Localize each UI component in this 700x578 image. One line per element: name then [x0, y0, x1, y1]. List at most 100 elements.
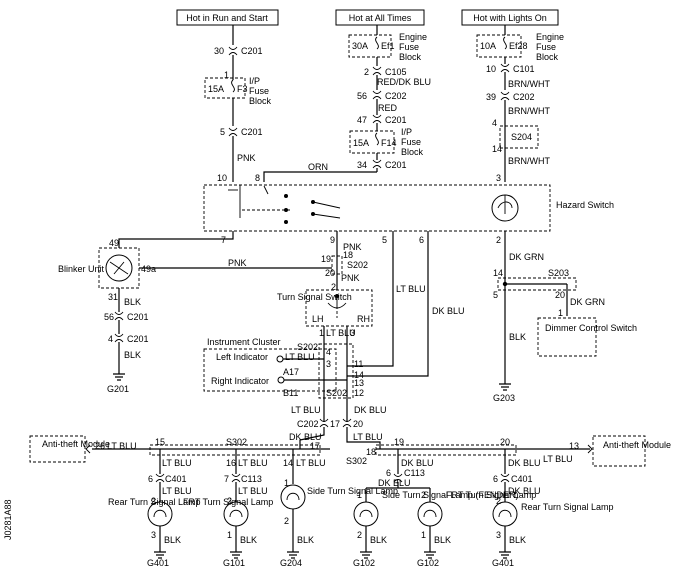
svg-text:1: 1 [319, 328, 324, 338]
svg-text:LT BLU: LT BLU [396, 284, 426, 294]
svg-text:G102: G102 [353, 558, 375, 568]
svg-text:12: 12 [354, 388, 364, 398]
svg-text:20: 20 [555, 290, 565, 300]
svg-text:Block: Block [399, 52, 422, 62]
svg-text:20: 20 [353, 419, 363, 429]
svg-text:6: 6 [419, 235, 424, 245]
svg-text:11: 11 [354, 359, 363, 369]
svg-text:C201: C201 [385, 160, 407, 170]
svg-text:C113: C113 [241, 474, 262, 484]
svg-text:Fuse: Fuse [536, 42, 556, 52]
svg-text:BLK: BLK [370, 535, 387, 545]
svg-text:14: 14 [492, 144, 502, 154]
svg-text:1: 1 [357, 490, 362, 500]
svg-text:LT BLU: LT BLU [107, 441, 137, 451]
svg-text:Hot at All Times: Hot at All Times [349, 13, 412, 23]
svg-text:LT BLU: LT BLU [291, 405, 321, 415]
svg-text:49: 49 [109, 238, 119, 248]
svg-text:56: 56 [357, 91, 367, 101]
svg-text:Engine: Engine [536, 32, 564, 42]
fuse-ef1: 30A Ef1 Engine Fuse Block [348, 32, 427, 62]
svg-text:14: 14 [354, 370, 364, 380]
svg-text:Fuse: Fuse [249, 86, 269, 96]
svg-text:Dimmer Control Switch: Dimmer Control Switch [545, 323, 637, 333]
svg-text:15: 15 [155, 437, 165, 447]
svg-text:I/P: I/P [249, 76, 260, 86]
svg-text:J0281A88: J0281A88 [3, 499, 13, 540]
svg-text:LT BLU: LT BLU [238, 458, 268, 468]
svg-text:17: 17 [310, 441, 320, 451]
svg-text:18: 18 [366, 447, 376, 457]
blinker-unit: Blinker Unit 49 49a [58, 238, 156, 289]
svg-text:Hot with Lights On: Hot with Lights On [473, 13, 547, 23]
svg-text:Rear Turn Signal Lamp: Rear Turn Signal Lamp [108, 497, 201, 507]
svg-text:6: 6 [493, 474, 498, 484]
svg-text:BLK: BLK [509, 332, 526, 342]
svg-text:LT BLU: LT BLU [326, 328, 356, 338]
fuse-f3: 15A F3 I/P Fuse Block [204, 76, 272, 106]
frt-turn-signal-lamp-right [417, 501, 443, 527]
side-turn-signal-lamp-left [280, 484, 306, 510]
svg-text:Turn Signal Switch: Turn Signal Switch [277, 292, 352, 302]
svg-text:10: 10 [217, 173, 227, 183]
turn-signal-switch: LH RH Turn Signal Switch [277, 289, 373, 327]
svg-text:C401: C401 [165, 474, 187, 484]
svg-text:Blinker Unit: Blinker Unit [58, 264, 105, 274]
svg-text:BLK: BLK [164, 535, 181, 545]
svg-text:7: 7 [224, 474, 229, 484]
svg-text:F3: F3 [237, 84, 248, 94]
svg-text:DK BLU: DK BLU [508, 486, 541, 496]
svg-text:2: 2 [496, 235, 501, 245]
svg-text:G204: G204 [280, 558, 302, 568]
svg-text:PNK: PNK [341, 273, 360, 283]
svg-text:2: 2 [357, 530, 362, 540]
svg-text:G203: G203 [493, 393, 515, 403]
svg-text:15A: 15A [208, 84, 224, 94]
svg-text:BLK: BLK [509, 535, 526, 545]
svg-text:14: 14 [493, 268, 503, 278]
svg-text:4: 4 [108, 334, 113, 344]
svg-text:BRN/WHT: BRN/WHT [508, 156, 550, 166]
svg-text:4: 4 [326, 347, 331, 357]
svg-text:16: 16 [226, 458, 236, 468]
svg-text:C201: C201 [241, 127, 263, 137]
anti-theft-module-left: Anti-theft Module [29, 435, 110, 463]
svg-text:DK GRN: DK GRN [570, 297, 605, 307]
side-turn-signal-lamp-fender [353, 501, 379, 527]
svg-text:2: 2 [364, 67, 369, 77]
svg-text:BLK: BLK [434, 535, 451, 545]
svg-text:C202: C202 [297, 419, 319, 429]
svg-text:3: 3 [496, 530, 501, 540]
svg-text:3: 3 [496, 173, 501, 183]
svg-text:Instrument Cluster: Instrument Cluster [207, 337, 281, 347]
svg-text:5: 5 [493, 290, 498, 300]
svg-text:BLK: BLK [240, 535, 257, 545]
svg-text:LT BLU: LT BLU [162, 458, 192, 468]
svg-text:RH: RH [357, 314, 370, 324]
svg-text:3: 3 [151, 530, 156, 540]
fuse-ef28: 10A Ef28 Engine Fuse Block [476, 32, 564, 62]
svg-text:Hot in Run and Start: Hot in Run and Start [186, 13, 268, 23]
svg-text:10: 10 [486, 64, 496, 74]
svg-text:G201: G201 [107, 384, 129, 394]
svg-text:Left Indicator: Left Indicator [216, 352, 268, 362]
svg-text:6: 6 [148, 474, 153, 484]
svg-text:C401: C401 [511, 474, 533, 484]
svg-text:9: 9 [330, 235, 335, 245]
svg-text:2: 2 [284, 516, 289, 526]
svg-text:RED: RED [378, 103, 398, 113]
svg-text:BRN/WHT: BRN/WHT [508, 79, 550, 89]
svg-text:DK BLU: DK BLU [401, 458, 434, 468]
svg-text:FRT Turn Signal Lamp: FRT Turn Signal Lamp [446, 490, 536, 500]
svg-text:S204: S204 [511, 132, 532, 142]
svg-text:39: 39 [486, 92, 496, 102]
svg-text:Anti-theft Module: Anti-theft Module [42, 439, 110, 449]
svg-text:Block: Block [536, 52, 559, 62]
svg-text:BLK: BLK [124, 297, 141, 307]
svg-text:S302: S302 [226, 437, 247, 447]
svg-text:C201: C201 [127, 312, 149, 322]
instrument-cluster: Instrument Cluster Left Indicator Right … [203, 337, 337, 398]
svg-text:Side Turn Signal Lamp: Side Turn Signal Lamp [307, 486, 398, 496]
svg-text:Hazard Switch: Hazard Switch [556, 200, 614, 210]
